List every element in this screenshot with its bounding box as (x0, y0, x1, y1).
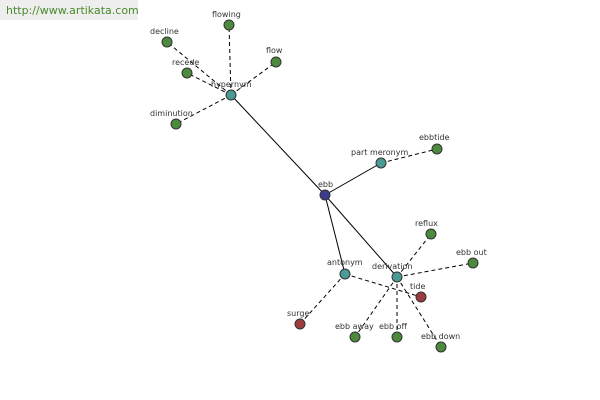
edge-hypernym-to-flowing (228, 24, 232, 96)
watermark-url[interactable]: http://www.artikata.com (6, 4, 139, 17)
node-decline-label: decline (150, 27, 179, 36)
node-recede-dot[interactable] (181, 67, 193, 79)
node-ebb-away[interactable]: ebb away (335, 322, 374, 343)
node-surge-dot[interactable] (294, 318, 306, 330)
node-antonym-dot[interactable] (339, 268, 351, 280)
node-diminution[interactable]: diminution (150, 109, 193, 130)
node-tide-label: tide (410, 282, 425, 291)
node-tide-dot[interactable] (415, 291, 427, 303)
node-flow-label: flow (266, 46, 283, 55)
node-part-meronym[interactable]: part meronym (351, 148, 408, 169)
node-decline-dot[interactable] (161, 36, 173, 48)
node-hypernym[interactable]: hypernym (211, 80, 252, 101)
node-diminution-label: diminution (150, 109, 193, 118)
node-hypernym-dot[interactable] (225, 89, 237, 101)
node-ebb-out-dot[interactable] (467, 257, 479, 269)
edge-part-meronym-to-ebbtide (380, 148, 438, 164)
node-ebbtide[interactable]: ebbtide (419, 133, 450, 155)
node-recede[interactable]: recede (172, 58, 199, 79)
node-ebb-down-dot[interactable] (435, 341, 447, 353)
node-ebb-off[interactable]: ebb off (379, 322, 408, 343)
edge-antonym-to-tide (344, 273, 422, 298)
node-flow-dot[interactable] (270, 56, 282, 68)
node-ebb-away-label: ebb away (335, 322, 374, 331)
edge-ebb-to-hypernym (230, 94, 326, 196)
node-derivation-label: derivation (372, 262, 412, 271)
node-flowing-label: flowing (212, 10, 241, 19)
edge-hypernym-to-recede (186, 72, 232, 96)
node-reflux-label: reflux (415, 219, 438, 228)
nodes-layer: ebb hypernym part meronym antonym derivation… (150, 10, 487, 353)
node-flowing-dot[interactable] (223, 19, 235, 31)
edge-ebb-to-part-meronym (324, 162, 382, 196)
node-surge-label: surge (287, 309, 309, 318)
node-ebb-away-dot[interactable] (349, 331, 361, 343)
node-ebb-down[interactable]: ebb down (421, 332, 460, 353)
node-tide[interactable]: tide (410, 282, 427, 303)
node-antonym-label: antonym (327, 258, 363, 267)
node-ebb-down-label: ebb down (421, 332, 460, 341)
edge-ebb-to-derivation (324, 194, 398, 278)
node-ebb-label: ebb (318, 180, 333, 189)
node-hypernym-label: hypernym (211, 80, 252, 89)
node-ebb-off-dot[interactable] (391, 331, 403, 343)
node-part-meronym-label: part meronym (351, 148, 408, 157)
node-reflux[interactable]: reflux (415, 219, 438, 240)
node-ebb-out-label: ebb out (456, 248, 487, 257)
edge-derivation-to-ebb-out (396, 262, 474, 278)
node-recede-label: recede (172, 58, 199, 67)
node-flowing[interactable]: flowing (212, 10, 241, 31)
node-ebb[interactable]: ebb (318, 180, 333, 201)
node-derivation[interactable]: derivation (372, 262, 412, 283)
edge-hypernym-to-flow (230, 61, 277, 96)
node-surge[interactable]: surge (287, 309, 309, 330)
node-ebb-off-label: ebb off (379, 322, 408, 331)
node-antonym[interactable]: antonym (327, 258, 363, 280)
edge-derivation-to-ebb-away (354, 276, 398, 338)
node-flow[interactable]: flow (266, 46, 283, 68)
edge-antonym-to-surge (299, 273, 346, 325)
edge-hypernym-to-diminution (175, 94, 232, 125)
edge-derivation-to-reflux (396, 233, 432, 278)
node-derivation-dot[interactable] (391, 271, 403, 283)
edge-ebb-to-antonym (324, 194, 346, 275)
node-ebb-dot[interactable] (319, 189, 331, 201)
node-ebbtide-label: ebbtide (419, 133, 450, 142)
node-part-meronym-dot[interactable] (375, 157, 387, 169)
edges-layer (166, 24, 474, 348)
node-reflux-dot[interactable] (425, 228, 437, 240)
node-ebbtide-dot[interactable] (431, 143, 443, 155)
node-ebb-out[interactable]: ebb out (456, 248, 487, 269)
watermark-bar: http://www.artikata.com (0, 0, 139, 20)
node-decline[interactable]: decline (150, 27, 179, 48)
node-diminution-dot[interactable] (170, 118, 182, 130)
